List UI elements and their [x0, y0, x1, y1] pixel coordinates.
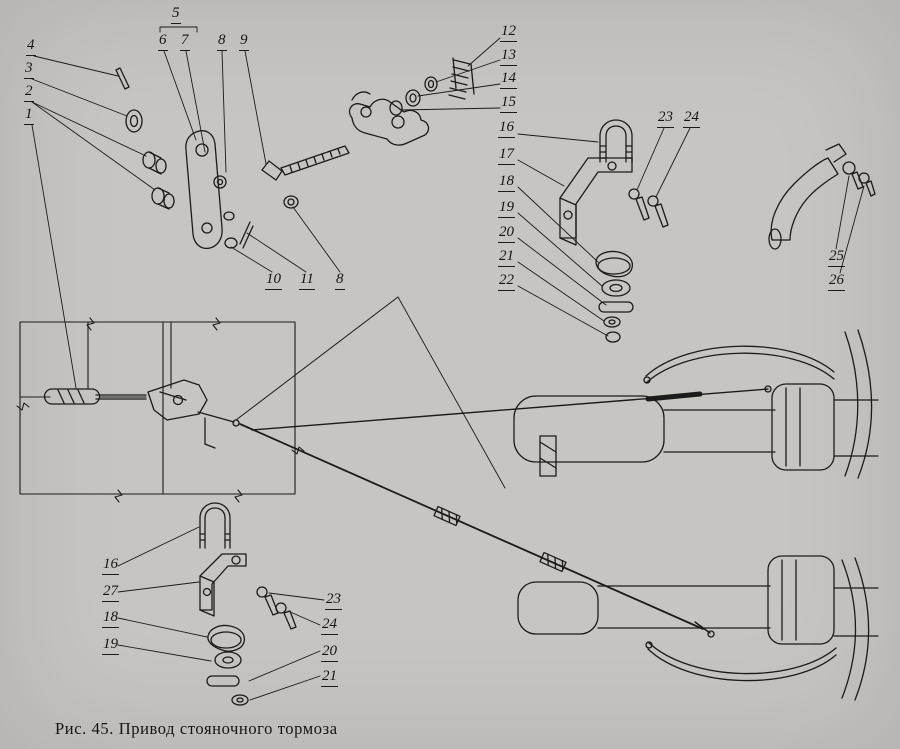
washer-cotter-parts: [223, 211, 254, 249]
small-washer-parts: [389, 76, 438, 116]
leader-line: [159, 26, 198, 33]
callout-10: 10: [265, 271, 282, 290]
rear-axle-upper: [513, 329, 879, 479]
callout-21: 21: [321, 668, 338, 687]
callout-8: 8: [335, 271, 345, 290]
leader-line: [117, 526, 200, 567]
callout-18: 18: [102, 609, 119, 628]
leader-line: [117, 617, 208, 638]
leader-line: [517, 159, 565, 187]
bracket-upper: [559, 157, 633, 246]
callout-22: 22: [498, 272, 515, 291]
leader-line: [655, 127, 691, 198]
leader-line: [249, 675, 321, 701]
leader-line: [517, 212, 603, 287]
callout-20: 20: [498, 224, 515, 243]
pulley-block-upper: [595, 250, 634, 343]
pin-part: [115, 67, 130, 90]
callout-5: 5: [171, 5, 181, 24]
callout-6: 6: [158, 32, 168, 51]
callout-23: 23: [657, 109, 674, 128]
leader-line: [246, 232, 307, 273]
cable-clamp: [539, 435, 557, 477]
callout-24: 24: [683, 109, 700, 128]
leader-line: [31, 101, 156, 191]
callout-8: 8: [217, 32, 227, 51]
callout-18: 18: [498, 173, 515, 192]
bracket-lower: [199, 553, 247, 617]
leader-line: [117, 644, 212, 662]
callout-20: 20: [321, 643, 338, 662]
leader-line: [31, 101, 147, 157]
callout-27: 27: [102, 583, 119, 602]
callout-13: 13: [500, 47, 517, 66]
leader-lines: [31, 26, 865, 701]
leader-line: [435, 59, 501, 83]
bolt-part: [261, 145, 350, 209]
callout-12: 12: [500, 23, 517, 42]
washer-part: [125, 109, 143, 133]
leader-line: [467, 37, 501, 67]
leader-line: [287, 610, 321, 626]
equalizer-bracket: [348, 91, 430, 146]
leader-line: [839, 185, 865, 274]
leader-line: [117, 581, 200, 593]
leader-line: [636, 127, 665, 191]
u-bolt-upper: [599, 119, 633, 163]
pulley-block-lower: [206, 624, 249, 706]
leader-line: [163, 50, 197, 141]
leader-line: [248, 650, 321, 682]
callout-19: 19: [102, 636, 119, 655]
callout-4: 4: [26, 37, 36, 56]
callout-17: 17: [498, 146, 515, 165]
figure-caption: Рис. 45. Привод стояночного тормоза: [55, 719, 338, 738]
callout-25: 25: [828, 248, 845, 267]
leader-line: [292, 206, 341, 273]
leader-line: [31, 78, 128, 117]
callout-26: 26: [828, 272, 845, 291]
bushing-parts: [142, 151, 175, 210]
spring-part: [448, 57, 475, 100]
callout-3: 3: [24, 60, 34, 79]
callout-21: 21: [498, 248, 515, 267]
leader-line: [399, 107, 501, 111]
leader-line: [517, 261, 605, 322]
leader-line: [517, 237, 607, 306]
callout-7: 7: [180, 32, 190, 51]
callout-23: 23: [325, 591, 342, 610]
callout-11: 11: [299, 271, 315, 290]
leader-line: [517, 186, 599, 263]
callout-2: 2: [24, 83, 34, 102]
brake-cables: [235, 296, 772, 638]
callout-15: 15: [500, 94, 517, 113]
leader-line: [31, 124, 77, 389]
leader-line: [230, 246, 273, 273]
leader-line: [517, 133, 599, 143]
callout-9: 9: [239, 32, 249, 51]
u-bolt-lower: [199, 502, 231, 549]
parking-brake-lever: [43, 379, 240, 449]
leader-line: [417, 83, 501, 97]
frame-panel: [16, 317, 305, 503]
leader-line: [244, 50, 267, 165]
bolts-lower: [256, 586, 297, 630]
callout-14: 14: [500, 70, 517, 89]
lever-plate: [185, 130, 227, 250]
leader-line: [33, 55, 119, 77]
rear-axle-lower: [517, 555, 879, 701]
hand-lever-right: [768, 143, 876, 250]
leader-line: [185, 50, 206, 153]
leader-line: [221, 50, 227, 173]
leader-line: [268, 592, 325, 601]
leader-line: [835, 175, 850, 250]
callout-24: 24: [321, 616, 338, 635]
callout-1: 1: [24, 106, 34, 125]
callout-19: 19: [498, 199, 515, 218]
callout-16: 16: [102, 556, 119, 575]
bolts-upper: [628, 188, 669, 228]
callout-16: 16: [498, 119, 515, 138]
leader-line: [517, 285, 609, 337]
